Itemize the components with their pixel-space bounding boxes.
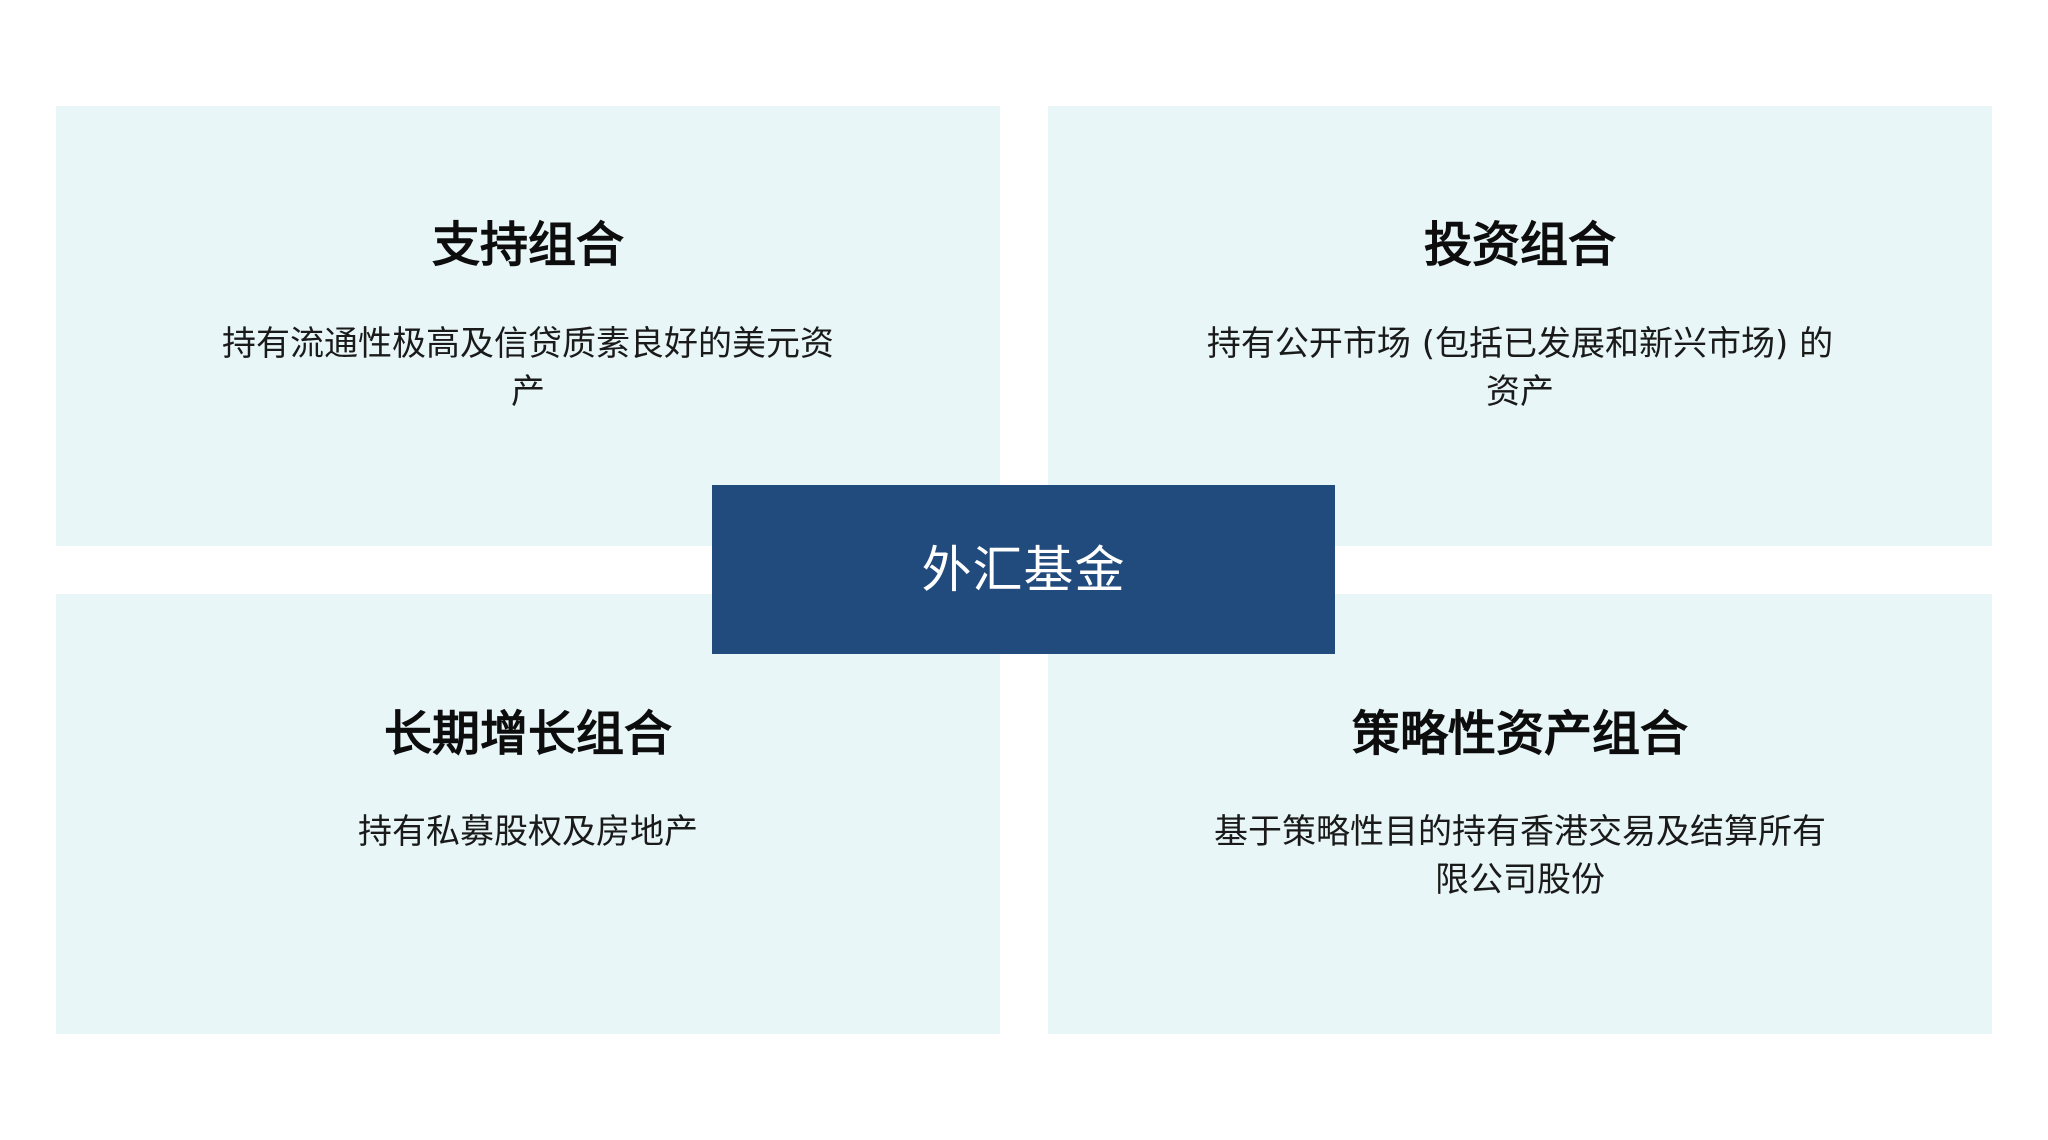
quadrant-long-term-growth-portfolio: 长期增长组合 持有私募股权及房地产	[56, 594, 1000, 1034]
quadrant-description: 持有私募股权及房地产	[358, 812, 698, 852]
quadrant-description: 持有流通性极高及信贷质素良好的美元资产	[222, 324, 834, 412]
quadrant-strategic-portfolio: 策略性资产组合 基于策略性目的持有香港交易及结算所有限公司股份	[1048, 594, 1992, 1034]
quadrant-description: 持有公开市场 (包括已发展和新兴市场) 的资产	[1206, 324, 1834, 412]
center-node-exchange-fund: 外汇基金	[712, 485, 1335, 654]
quadrant-title: 投资组合	[1423, 217, 1616, 273]
center-label: 外汇基金	[921, 540, 1126, 599]
quadrant-backing-portfolio: 支持组合 持有流通性极高及信贷质素良好的美元资产	[56, 106, 1000, 546]
quadrant-title: 长期增长组合	[383, 706, 672, 762]
quadrant-title: 支持组合	[431, 217, 624, 273]
quadrant-description: 基于策略性目的持有香港交易及结算所有限公司股份	[1214, 812, 1826, 900]
quadrant-investment-portfolio: 投资组合 持有公开市场 (包括已发展和新兴市场) 的资产	[1048, 106, 1992, 546]
quadrant-title: 策略性资产组合	[1351, 706, 1688, 762]
